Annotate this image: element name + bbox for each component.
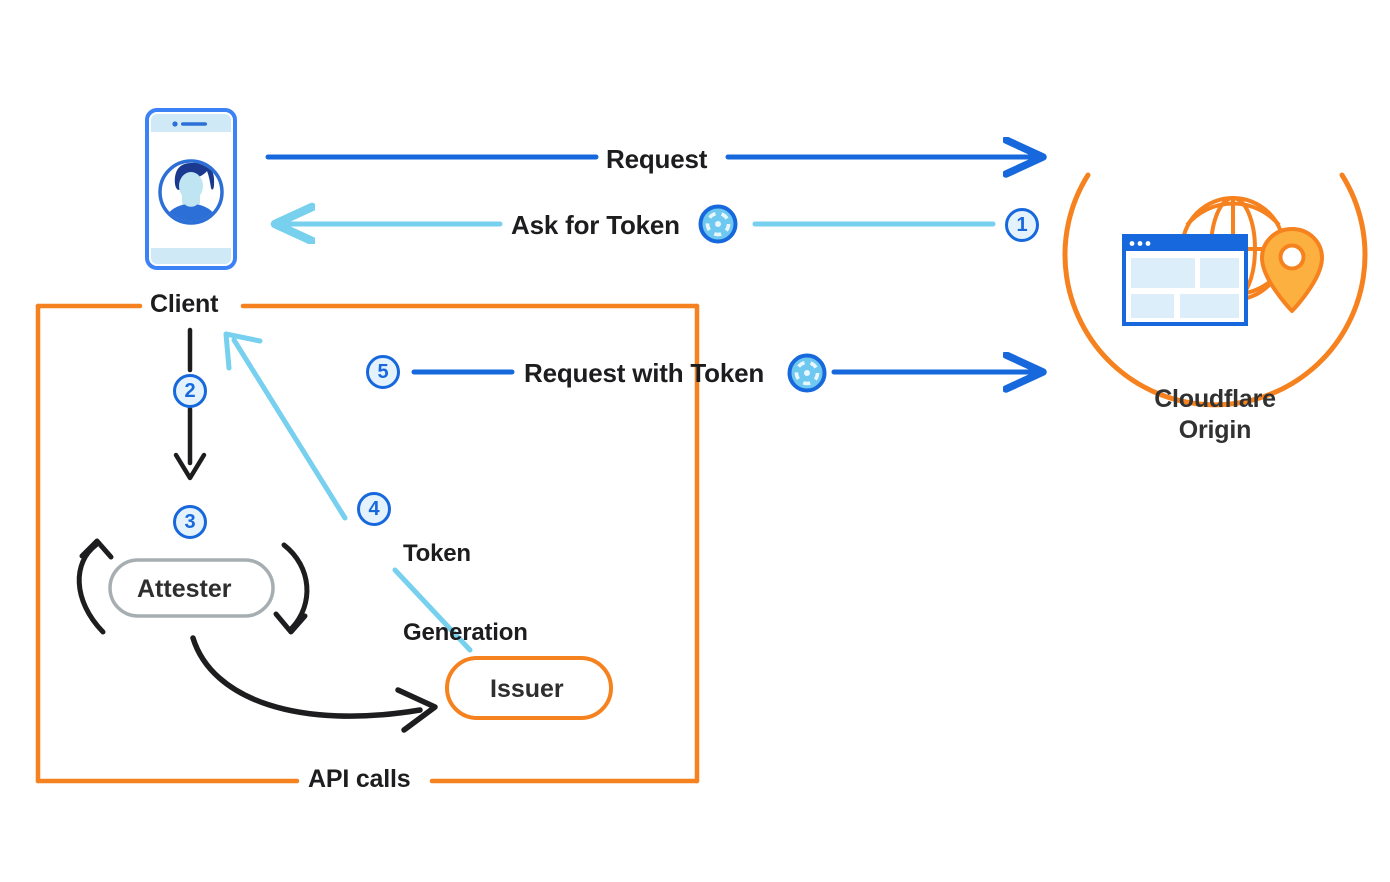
attester-to-issuer-arrow [190,635,438,733]
issuer-node-label: Issuer [490,675,564,703]
client-to-attester-arrow [173,327,207,481]
label-request: Request [606,144,708,174]
step-badge-4: 4 [357,492,391,526]
token-icon [698,204,738,244]
issuer-node [445,656,613,720]
token-icon [787,353,827,393]
label-client: Client [150,290,219,318]
attester-node [108,558,275,618]
step-badge-3: 3 [173,505,207,539]
label-cloudflare-origin: Cloudflare Origin [1154,385,1276,445]
attestation-exchange-arcs [76,538,310,635]
api-calls-container [35,303,700,784]
step-badge-1: 1 [1005,208,1039,242]
browser-window-icon [1122,234,1248,326]
step-badge-2: 2 [173,374,207,408]
token-generation-arrow [223,331,473,653]
smartphone-user-icon [145,108,237,270]
cloudflare-origin-illustration [1062,172,1368,408]
label-token-generation-line2: Generation [403,618,528,646]
label-request-with-token: Request with Token [524,358,765,388]
label-token-generation: Token Generation [403,488,528,699]
attester-node-label: Attester [137,575,232,603]
label-ask-for-token: Ask for Token [511,210,680,240]
label-api-calls: API calls [308,765,411,793]
map-pin-icon [1260,227,1324,313]
label-token-generation-line1: Token [403,539,471,567]
step-badge-5: 5 [366,355,400,389]
